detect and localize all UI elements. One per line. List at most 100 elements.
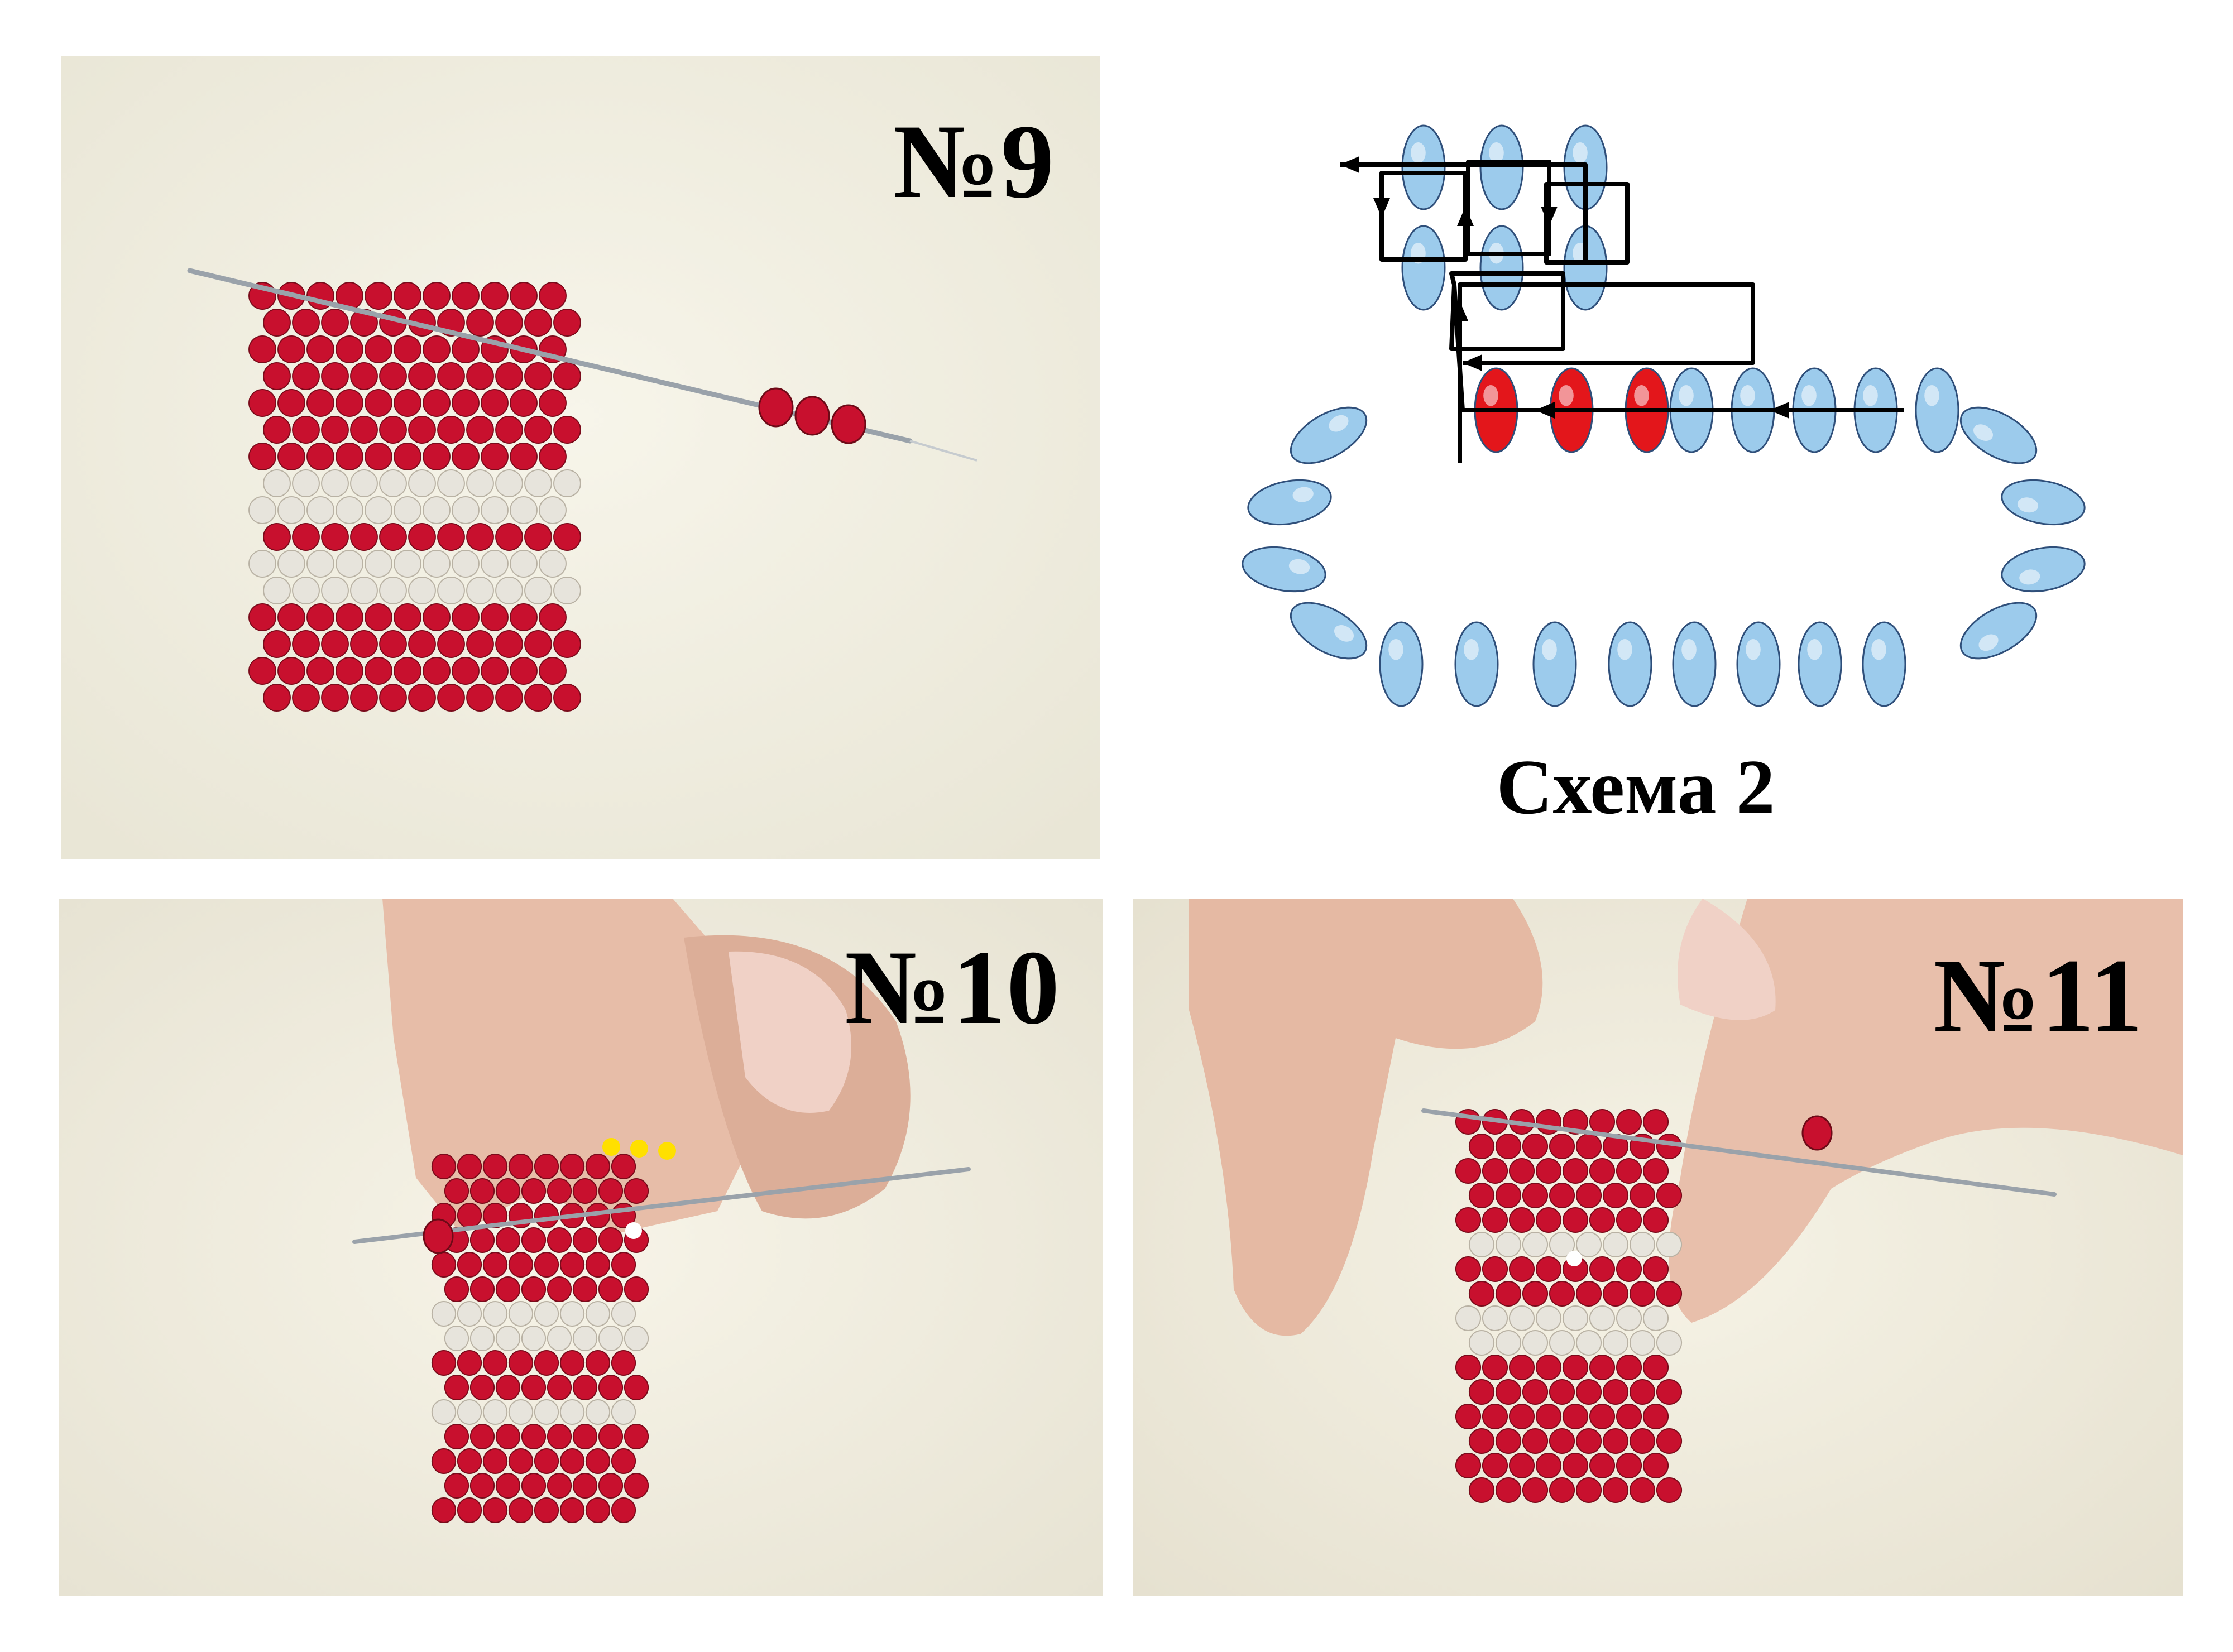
bead: [508, 1301, 534, 1327]
bead: [457, 1399, 482, 1425]
right-hand: [1669, 899, 2183, 1323]
bead: [521, 1375, 547, 1400]
bead: [423, 443, 451, 470]
bead: [263, 416, 291, 444]
bead: [350, 684, 378, 712]
bead: [1616, 1355, 1642, 1380]
bead: [559, 1448, 585, 1474]
bead: [585, 1497, 611, 1523]
bead: [611, 1399, 636, 1425]
beadwork-photo-10: [59, 899, 1103, 1596]
bead: [482, 1203, 508, 1228]
bead: [1535, 1404, 1562, 1429]
bead: [598, 1178, 624, 1204]
bead: [1482, 1453, 1508, 1478]
bead: [469, 1473, 495, 1499]
bead: [292, 469, 320, 497]
bead: [508, 1350, 534, 1376]
bead: [1549, 1134, 1575, 1159]
needle-tip: [909, 440, 977, 462]
bead: [495, 577, 523, 604]
bead: [292, 523, 320, 551]
bead: [1455, 1305, 1482, 1331]
bead: [1642, 1453, 1669, 1478]
bead: [457, 1154, 482, 1179]
bead: [585, 1252, 611, 1278]
bead: [452, 282, 480, 310]
bead: [553, 416, 581, 444]
bead: [624, 1326, 649, 1351]
bead: [547, 1424, 572, 1449]
thread-arrows: [1340, 156, 1789, 419]
bead: [1616, 1109, 1642, 1135]
bead: [553, 630, 581, 658]
bead: [1616, 1404, 1642, 1429]
bead: [1562, 1158, 1589, 1184]
bead: [365, 603, 392, 631]
bead: [539, 443, 567, 470]
bead: [1602, 1477, 1629, 1503]
bead: [1522, 1428, 1549, 1454]
blue-bead: [1608, 621, 1652, 707]
bead: [1468, 1379, 1495, 1405]
bead: [1629, 1232, 1656, 1257]
bead: [1535, 1256, 1562, 1282]
bead: [365, 389, 392, 417]
bead: [292, 684, 320, 712]
fingernail: [1678, 899, 1776, 1020]
bead: [321, 469, 349, 497]
bead: [379, 469, 407, 497]
bead: [277, 657, 305, 685]
bead: [394, 496, 421, 524]
bead: [611, 1497, 636, 1523]
bead: [508, 1497, 534, 1523]
thumbnail: [729, 951, 851, 1113]
bead: [365, 550, 392, 578]
bead: [277, 603, 305, 631]
bead: [539, 282, 567, 310]
bead: [394, 657, 421, 685]
bead: [469, 1326, 495, 1351]
bead: [553, 523, 581, 551]
bead: [1468, 1134, 1495, 1159]
bead: [1629, 1477, 1656, 1503]
bead: [1549, 1281, 1575, 1307]
bead: [521, 1473, 547, 1499]
bead: [292, 416, 320, 444]
bead: [1602, 1330, 1629, 1356]
bead: [365, 657, 392, 685]
bead: [466, 577, 494, 604]
bead: [585, 1399, 611, 1425]
bead: [1508, 1158, 1535, 1184]
bead: [437, 630, 465, 658]
bead: [495, 1473, 521, 1499]
bead: [1602, 1232, 1629, 1257]
bead: [585, 1350, 611, 1376]
bead: [482, 1448, 508, 1474]
bead: [1468, 1183, 1495, 1208]
bead: [408, 362, 436, 390]
bead: [1629, 1183, 1656, 1208]
bead: [1549, 1428, 1575, 1454]
bead: [1616, 1305, 1642, 1331]
bead: [1495, 1281, 1522, 1307]
beaded-tube: [431, 1154, 649, 1523]
bead: [1482, 1256, 1508, 1282]
loose-beads: [758, 387, 866, 444]
bead: [572, 1424, 598, 1449]
bead: [1629, 1379, 1656, 1405]
bead: [1482, 1207, 1508, 1233]
bead: [534, 1497, 559, 1523]
bead: [1482, 1158, 1508, 1184]
blue-bead: [1401, 124, 1446, 210]
bead: [1602, 1281, 1629, 1307]
bead: [553, 577, 581, 604]
bead: [553, 469, 581, 497]
bead: [524, 362, 552, 390]
loose-bead: [423, 1218, 454, 1254]
bead: [292, 362, 320, 390]
bead: [277, 389, 305, 417]
yellow-markers: [602, 1138, 676, 1160]
bead: [431, 1497, 457, 1523]
bead: [336, 657, 363, 685]
